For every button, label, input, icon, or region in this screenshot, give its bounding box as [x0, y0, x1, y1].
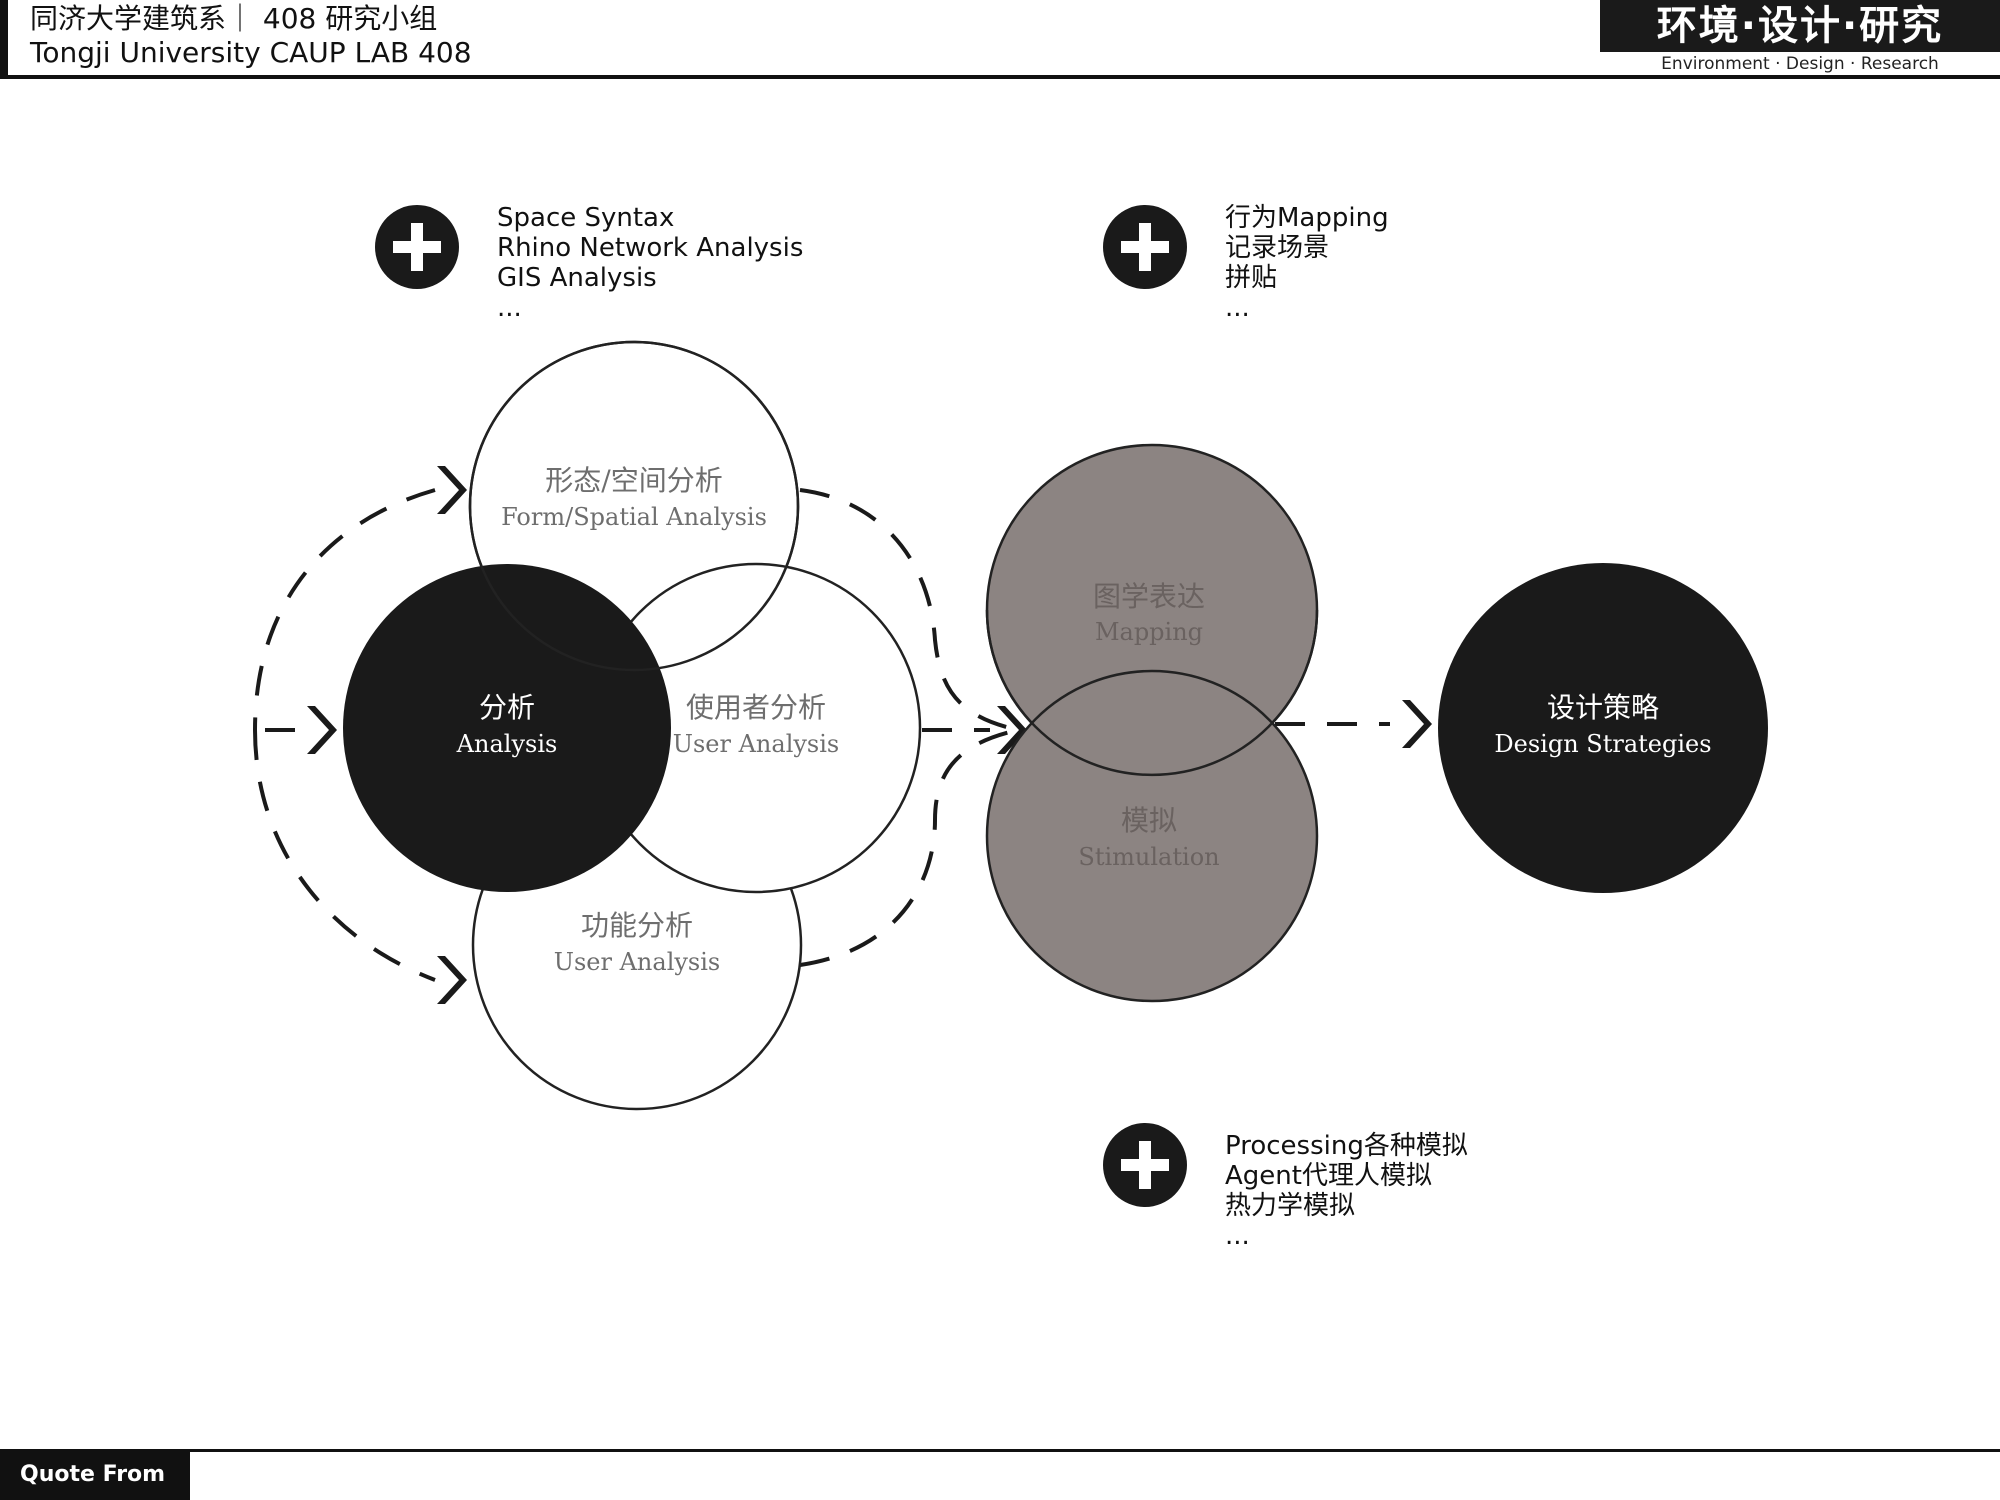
dashed-arc-left-bottom [253, 729, 436, 982]
list-item: 行为Mapping [1225, 203, 1389, 233]
plus-list-mapping-tools: 行为Mapping 记录场景 拼贴 ... [1225, 203, 1389, 323]
simulation-label-en: Stimulation [1078, 843, 1219, 871]
chevron-right-icon [437, 466, 467, 514]
analysis-label-en: Analysis [456, 730, 558, 758]
list-item: ... [497, 293, 522, 323]
plus-icon [375, 205, 459, 289]
plus-icon [1103, 1123, 1187, 1207]
list-item: 拼贴 [1225, 263, 1278, 293]
logo-subtitle: Environment · Design · Research [1661, 54, 1939, 74]
strategies-label-en: Design Strategies [1494, 730, 1711, 758]
analysis-circle [343, 564, 671, 892]
list-item: ... [1225, 1221, 1250, 1251]
plus-icon [1103, 205, 1187, 289]
logo: 环境·设计·研究 Environment · Design · Research [1600, 0, 2000, 75]
list-item: 记录场景 [1225, 233, 1330, 263]
chevron-right-icon [1402, 700, 1432, 748]
mapping-label-zh: 图学表达 [1093, 580, 1205, 613]
strategies-circle [1438, 563, 1768, 893]
mapping-label-en: Mapping [1095, 618, 1203, 646]
user-analysis-label-zh: 使用者分析 [686, 691, 826, 724]
mapping-lower-arc [985, 609, 1319, 777]
plus-list-analysis-tools: Space Syntax Rhino Network Analysis GIS … [497, 203, 803, 323]
list-item: Agent代理人模拟 [1225, 1161, 1432, 1191]
form-spatial-label-zh: 形态/空间分析 [545, 464, 722, 497]
footer-quote-tab: Quote From [0, 1449, 190, 1500]
dashed-arc-right-bottom [799, 730, 1011, 967]
list-item: Rhino Network Analysis [497, 233, 804, 263]
plus-list-simulation-tools: Processing各种模拟 Agent代理人模拟 热力学模拟 ... [1225, 1131, 1468, 1251]
header-divider [0, 75, 2000, 79]
strategies-label-zh: 设计策略 [1547, 691, 1659, 724]
analysis-label-zh: 分析 [479, 691, 535, 724]
simulation-label-zh: 模拟 [1121, 804, 1177, 837]
form-spatial-label-en: Form/Spatial Analysis [501, 503, 767, 531]
dashed-arc-left-top [253, 488, 436, 731]
function-label-zh: 功能分析 [581, 909, 693, 942]
header-text: 同济大学建筑系｜ 408 研究小组 Tongji University CAUP… [30, 2, 472, 70]
header-accent-bar [0, 0, 8, 77]
footer-divider [0, 1449, 2000, 1452]
list-item: ... [1225, 293, 1250, 323]
logo-title: 环境·设计·研究 [1600, 0, 2000, 52]
chevron-right-icon [437, 956, 467, 1004]
function-label-en: User Analysis [554, 948, 721, 976]
list-item: Processing各种模拟 [1225, 1131, 1468, 1161]
header-line-2: Tongji University CAUP LAB 408 [30, 36, 472, 69]
list-item: Space Syntax [497, 203, 675, 233]
header-line-1: 同济大学建筑系｜ 408 研究小组 [30, 2, 438, 35]
list-item: GIS Analysis [497, 263, 657, 293]
chevron-right-icon [307, 706, 337, 754]
dashed-arc-right-top [799, 488, 1011, 730]
user-analysis-label-en: User Analysis [673, 730, 840, 758]
dashed-connectors [253, 488, 1390, 982]
list-item: 热力学模拟 [1225, 1191, 1356, 1221]
